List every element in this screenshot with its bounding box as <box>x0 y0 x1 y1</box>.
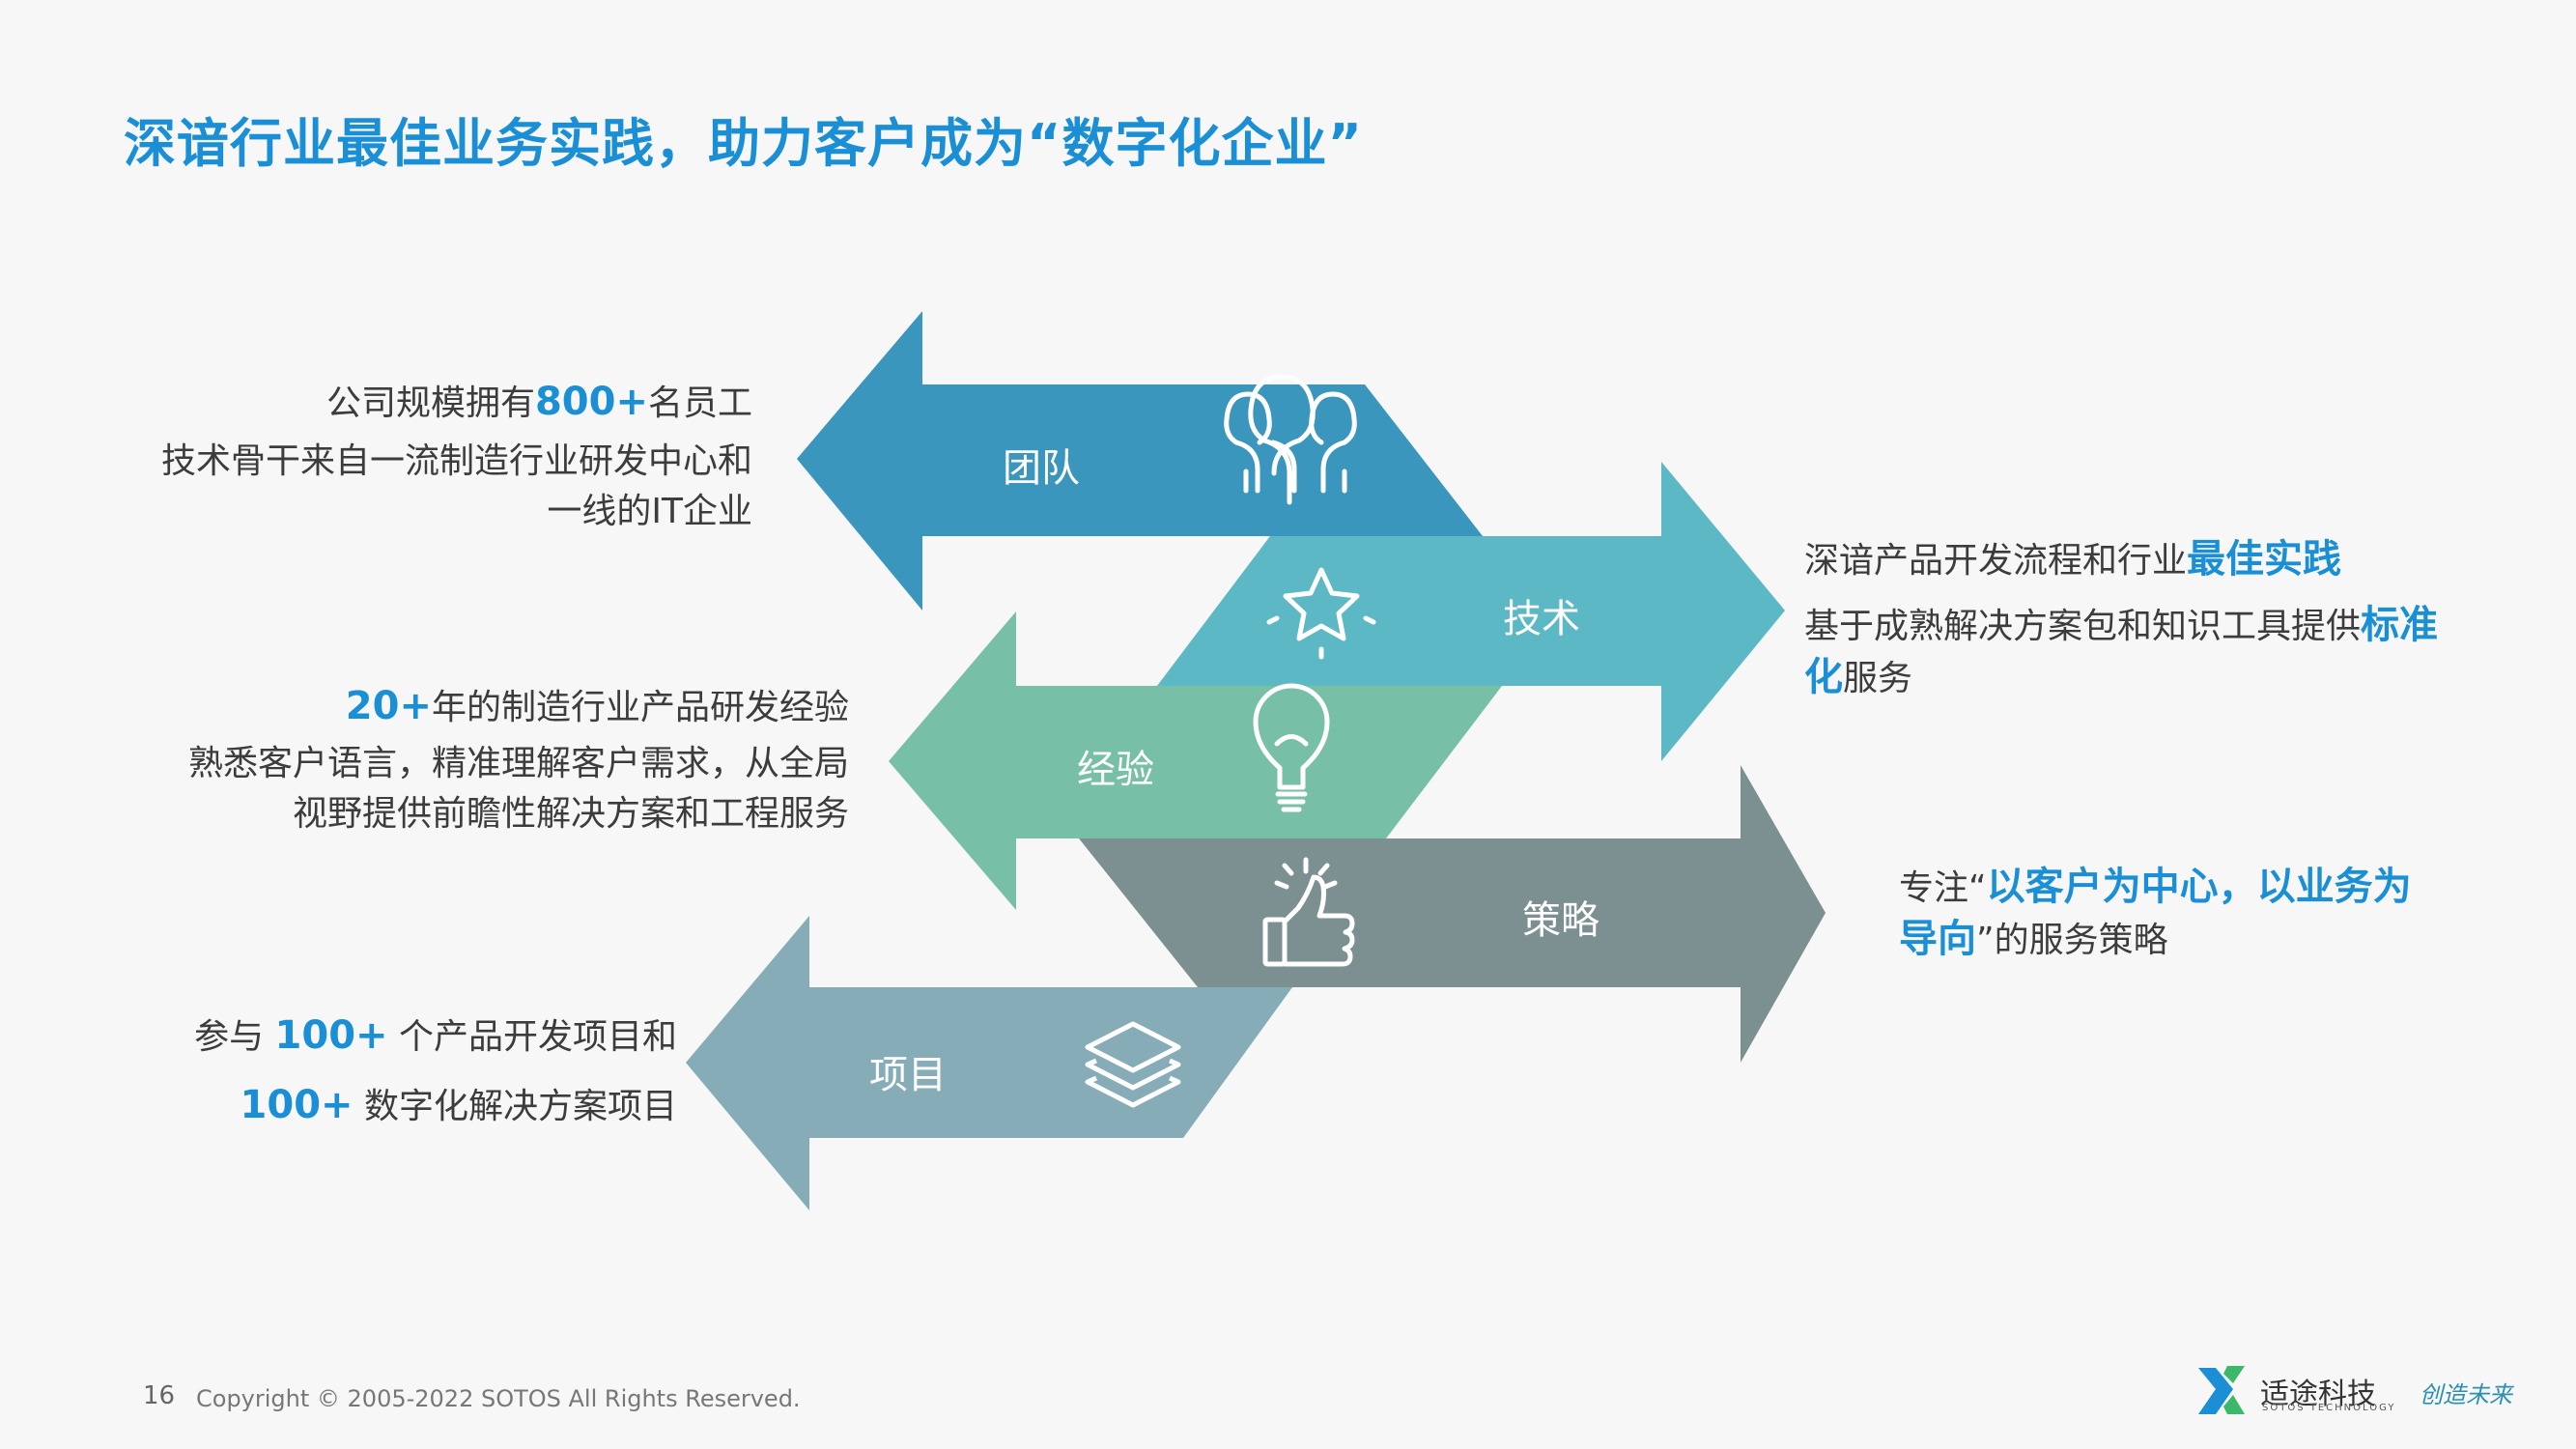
experience-line-3: 视野提供前瞻性解决方案和工程服务 <box>292 794 849 834</box>
copyright: Copyright © 2005-2022 SOTOS All Rights R… <box>196 1385 801 1412</box>
thumbs-up-icon <box>1262 857 1355 967</box>
brand-subtitle: SOTOS TECHNOLOGY <box>2262 1403 2396 1413</box>
tech-line-3: 化服务 <box>1804 655 1913 699</box>
arrow-experience <box>889 611 1502 910</box>
team-line-3: 一线的IT企业 <box>547 492 752 531</box>
strategy-line-1: 专注“以客户为中心，以业务为 <box>1899 865 2412 909</box>
arrow-tech <box>1157 462 1785 761</box>
arrow-label-tech: 技术 <box>1503 597 1580 641</box>
tech-line-2: 基于成熟解决方案包和知识工具提供标准 <box>1804 603 2439 647</box>
star-icon <box>1266 567 1376 660</box>
tech-line-1: 深谙产品开发流程和行业最佳实践 <box>1804 537 2342 582</box>
project-description: 参与 100+ 个产品开发项目和 100+ 数字化解决方案项目 <box>194 1002 677 1141</box>
strategy-line-2: 导向”的服务策略 <box>1899 917 2168 961</box>
arrow-project <box>686 916 1292 1210</box>
brand-slogan: 创造未来 <box>2420 1381 2512 1408</box>
experience-line-1: 20+年的制造行业产品研发经验 <box>345 684 849 728</box>
layers-icon <box>1085 1021 1181 1108</box>
arrow-label-strategy: 策略 <box>1522 898 1599 943</box>
strategy-description: 专注“以客户为中心，以业务为 导向”的服务策略 <box>1899 862 2412 966</box>
brand-logo-icon <box>2198 1366 2245 1414</box>
project-line-2: 100+ 数字化解决方案项目 <box>240 1083 677 1127</box>
team-description: 公司规模拥有800+名员工 技术骨干来自一流制造行业研发中心和 一线的IT企业 <box>161 377 752 537</box>
people-icon <box>1224 374 1357 505</box>
arrow-label-team: 团队 <box>1003 446 1080 491</box>
brand-name: 适途科技 <box>2260 1378 2376 1411</box>
page-number: 16 <box>143 1381 176 1410</box>
arrow-team <box>797 311 1483 611</box>
experience-line-2: 熟悉客户语言，精准理解客户需求，从全局 <box>187 744 849 783</box>
project-line-1: 参与 100+ 个产品开发项目和 <box>194 1013 677 1058</box>
team-line-1: 公司规模拥有800+名员工 <box>326 380 752 424</box>
lightbulb-icon <box>1253 683 1330 812</box>
arrow-label-experience: 经验 <box>1077 748 1154 792</box>
page-title: 深谙行业最佳业务实践，助力客户成为“数字化企业” <box>124 113 1363 174</box>
team-line-2: 技术骨干来自一流制造行业研发中心和 <box>160 441 752 481</box>
tech-description: 深谙产品开发流程和行业最佳实践 基于成熟解决方案包和知识工具提供标准 化服务 <box>1804 534 2438 704</box>
arrow-label-project: 项目 <box>869 1053 947 1097</box>
arrow-strategy <box>1079 765 1826 1063</box>
experience-description: 20+年的制造行业产品研发经验 熟悉客户语言，精准理解客户需求，从全局 视野提供… <box>188 681 849 839</box>
